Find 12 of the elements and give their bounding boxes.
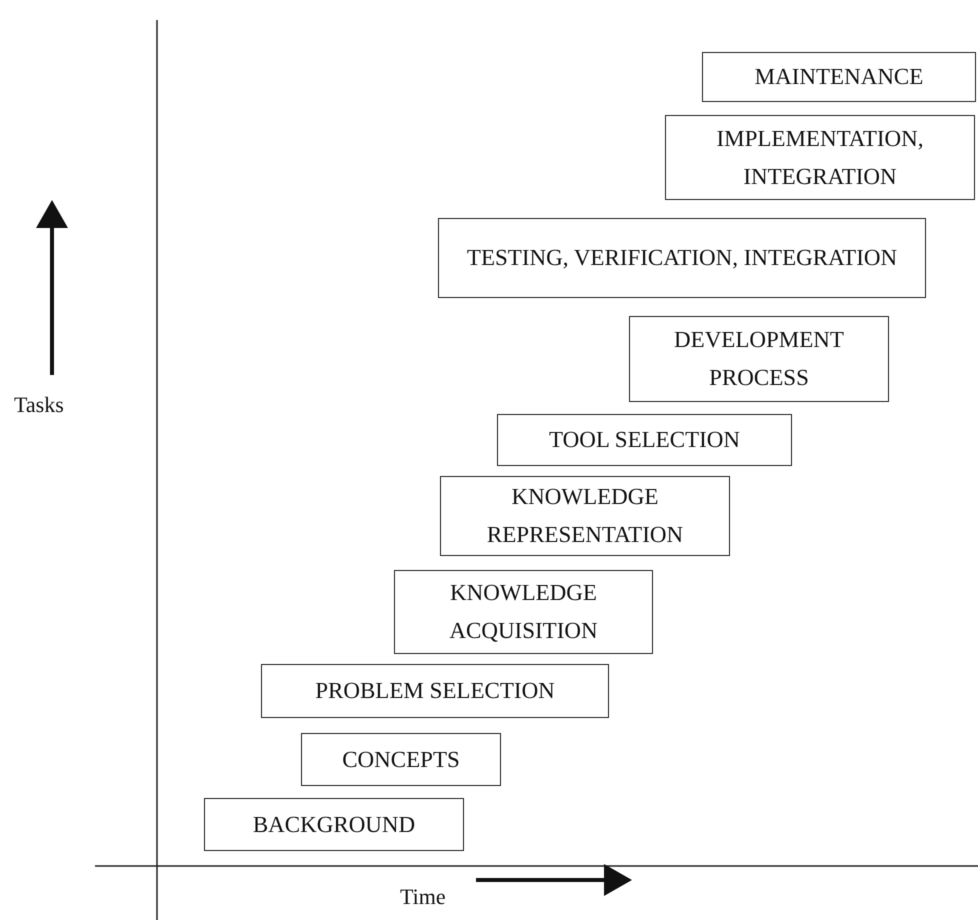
- task-box: KNOWLEDGE REPRESENTATION: [440, 476, 730, 556]
- task-box: MAINTENANCE: [702, 52, 976, 102]
- axis-label: Time: [400, 884, 446, 910]
- axis-label: Tasks: [14, 392, 64, 418]
- task-box: CONCEPTS: [301, 733, 501, 786]
- task-box: DEVELOPMENT PROCESS: [629, 316, 889, 402]
- task-box: TESTING, VERIFICATION, INTEGRATION: [438, 218, 926, 298]
- task-box: BACKGROUND: [204, 798, 464, 851]
- task-box: TOOL SELECTION: [497, 414, 792, 466]
- task-box: KNOWLEDGE ACQUISITION: [394, 570, 653, 654]
- task-box: PROBLEM SELECTION: [261, 664, 609, 718]
- task-box: IMPLEMENTATION, INTEGRATION: [665, 115, 975, 200]
